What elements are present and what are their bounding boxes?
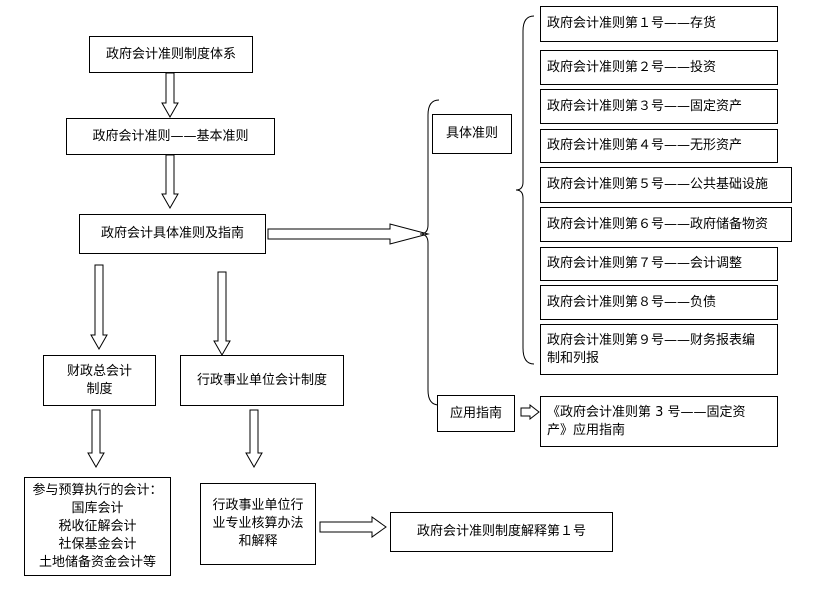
brace-left (419, 99, 440, 406)
specific-standard-item: 政府会计准则第３号——固定资产 (540, 89, 778, 124)
application-guide-label-box: 应用指南 (437, 395, 515, 432)
arrow-down-to-finance (90, 264, 108, 351)
arrow-right-to-brace (267, 223, 430, 245)
specific-standard-item: 政府会计准则第１号——存货 (540, 6, 778, 42)
brace-right (515, 15, 535, 365)
specific-standard-item: 政府会计准则第４号——无形资产 (540, 129, 778, 163)
specific-standard-item: 政府会计准则第７号——会计调整 (540, 247, 778, 281)
specific-and-guidelines-box: 政府会计具体准则及指南 (79, 214, 266, 254)
arrow-down-basic-to-specific (161, 154, 179, 210)
budget-execution-accounting-box: 参与预算执行的会计： 国库会计 税收征解会计 社保基金会计 土地储备资金会计等 (24, 477, 171, 576)
specific-standards-label-box: 具体准则 (432, 114, 512, 154)
arrow-right-to-guide-item (520, 403, 540, 421)
arrow-down-to-industry (245, 409, 263, 469)
system-title-box: 政府会计准则制度体系 (89, 36, 253, 73)
arrow-down-to-budget (87, 409, 105, 469)
arrow-down-title-to-basic (161, 72, 179, 119)
arrow-right-to-interpretation (319, 516, 387, 538)
admin-unit-accounting-box: 行政事业单位会计制度 (180, 355, 344, 406)
application-guide-item-box: 《政府会计准则第 3 号——固定资 产》应用指南 (540, 396, 778, 447)
specific-standard-item: 政府会计准则第５号——公共基础设施 (540, 167, 792, 203)
arrow-down-to-admin (213, 271, 231, 357)
specific-standard-item: 政府会计准则第２号——投资 (540, 50, 778, 85)
specific-standard-item: 政府会计准则第９号——财务报表编 制和列报 (540, 324, 778, 375)
specific-standard-item: 政府会计准则第６号——政府储备物资 (540, 207, 792, 242)
industry-methods-box: 行政事业单位行 业专业核算办法 和解释 (200, 483, 316, 565)
interpretation-1-box: 政府会计准则制度解释第１号 (390, 512, 613, 552)
finance-general-accounting-box: 财政总会计 制度 (43, 355, 156, 406)
specific-standard-item: 政府会计准则第８号——负债 (540, 285, 778, 320)
basic-standard-box: 政府会计准则——基本准则 (66, 118, 275, 155)
